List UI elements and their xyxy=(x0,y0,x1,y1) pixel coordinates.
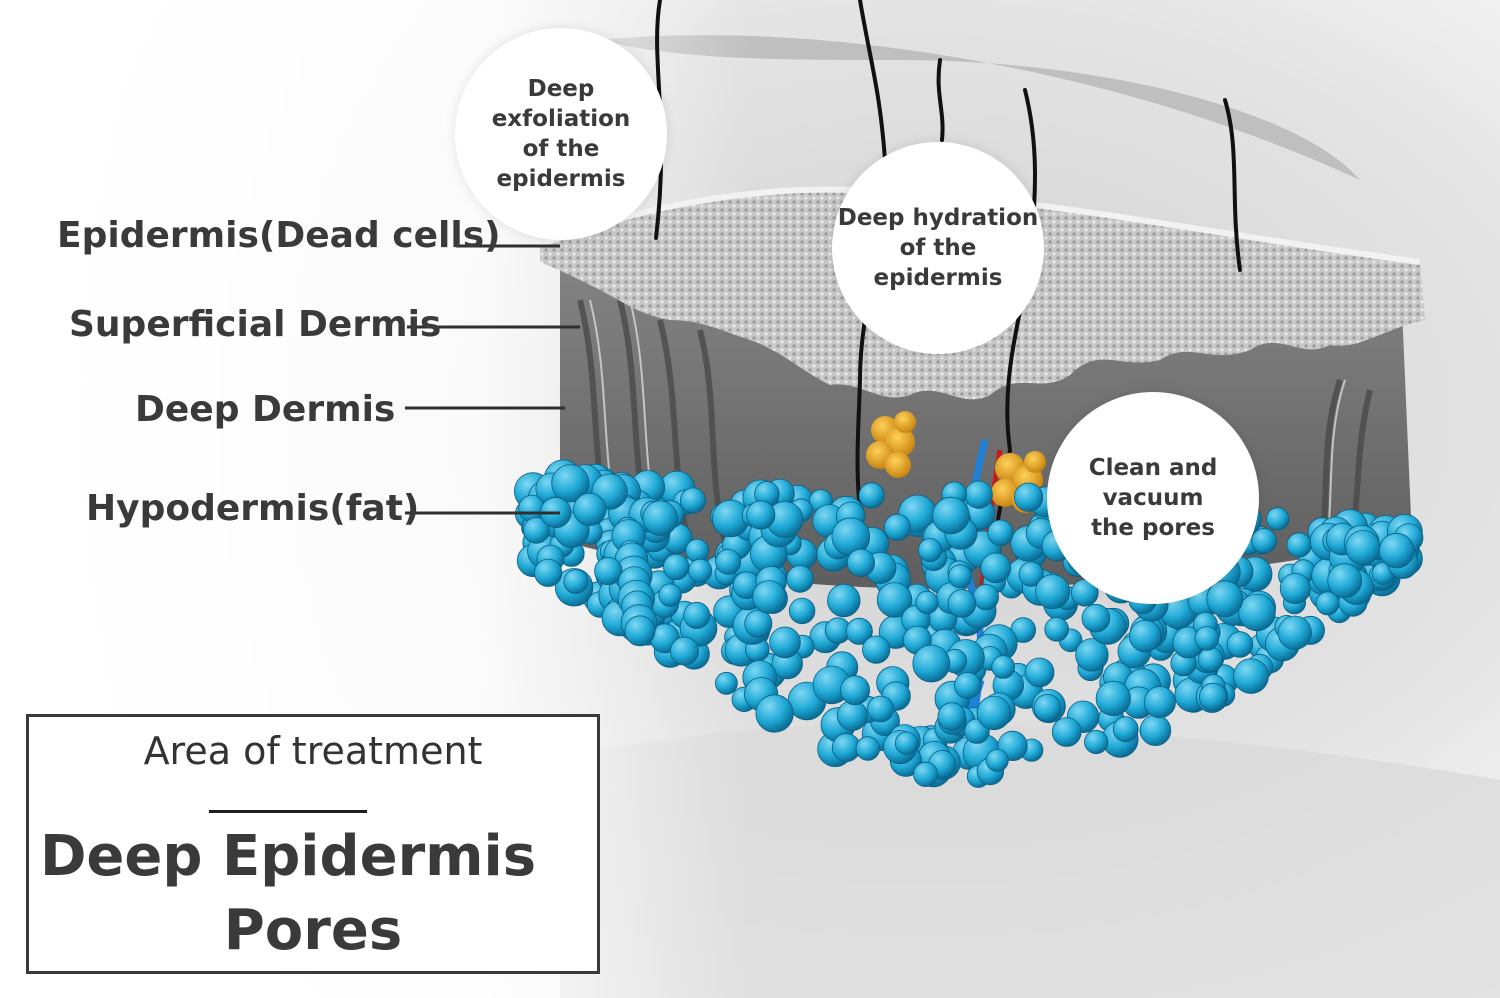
fat-cell xyxy=(715,671,738,695)
fat-cell xyxy=(915,590,939,615)
fat-cell xyxy=(594,556,623,586)
fat-cell xyxy=(683,601,711,629)
fat-cell xyxy=(534,558,563,587)
fat-cell xyxy=(744,609,773,638)
fat-cell xyxy=(642,500,678,536)
fat-cell xyxy=(937,702,966,731)
callout-hydration-text: Deep hydration of the epidermis xyxy=(837,205,1039,291)
fat-cell xyxy=(1277,615,1312,650)
fat-cell xyxy=(1345,530,1381,566)
fat-cell xyxy=(1044,616,1069,642)
fat-cell xyxy=(1238,593,1276,632)
fat-cell xyxy=(746,500,776,530)
fat-cell xyxy=(769,626,801,659)
label-hypodermis: Hypodermis(fat) xyxy=(86,488,420,529)
fat-cell xyxy=(786,565,814,593)
fat-cell xyxy=(1081,603,1111,633)
fat-cell xyxy=(912,644,951,683)
fat-cell xyxy=(980,552,1012,584)
callout-vacuum: Clean and vacuum the pores xyxy=(1047,392,1259,604)
fat-cell xyxy=(991,655,1015,679)
fat-cell xyxy=(964,480,993,509)
fat-cell xyxy=(685,538,710,563)
label-deep-dermis: Deep Dermis xyxy=(135,389,396,430)
fat-cell xyxy=(1226,631,1254,658)
fat-cell xyxy=(845,617,873,645)
fat-cell xyxy=(985,749,1009,772)
fat-cell xyxy=(1139,714,1172,747)
treatment-area-box: Area of treatment Deep Epidermis Pores xyxy=(26,714,600,974)
fat-cell xyxy=(972,583,1000,611)
fat-cell xyxy=(1075,638,1109,672)
label-superficial-dermis: Superficial Dermis xyxy=(69,304,442,345)
fat-cell xyxy=(1327,563,1363,599)
fat-cell xyxy=(755,694,794,733)
callout-hydration: Deep hydration of the epidermis xyxy=(832,142,1044,354)
fat-cell xyxy=(523,517,550,544)
fat-cell xyxy=(1199,682,1228,711)
fat-cell xyxy=(663,553,690,581)
fat-cell xyxy=(1024,657,1055,688)
fat-cell xyxy=(1194,626,1220,651)
fat-cell xyxy=(563,569,589,594)
fat-cell xyxy=(788,597,816,625)
fat-cell xyxy=(1018,561,1044,587)
fat-cell xyxy=(752,580,786,614)
fat-cell xyxy=(1035,574,1071,610)
sebaceous-gland-left xyxy=(866,411,916,478)
fat-cell xyxy=(862,635,891,664)
fat-cell xyxy=(688,558,713,583)
fat-cell xyxy=(948,564,972,589)
fat-cell xyxy=(680,487,707,514)
fat-cell xyxy=(1013,482,1044,512)
fat-cell xyxy=(1129,619,1162,653)
fat-cell xyxy=(883,513,912,542)
fat-cell xyxy=(1266,507,1290,531)
fat-cell xyxy=(1251,528,1277,554)
fat-cell xyxy=(932,496,970,535)
fat-cell xyxy=(624,615,656,647)
fat-cell xyxy=(715,549,741,575)
fat-cell xyxy=(1051,717,1082,747)
fat-cell xyxy=(1206,580,1244,618)
treatment-area-line-1: Deep Epidermis xyxy=(39,824,537,889)
fat-cell xyxy=(836,700,868,731)
callout-exfoliation: Deep exfoliation of the epidermis xyxy=(455,28,667,240)
fat-cell xyxy=(876,582,913,618)
fat-cell xyxy=(987,519,1014,546)
fat-cell xyxy=(1084,729,1109,755)
treatment-area-divider xyxy=(209,810,367,813)
fat-cell xyxy=(894,731,919,755)
callout-exfoliation-text: Deep exfoliation of the epidermis xyxy=(491,76,631,192)
fat-cell xyxy=(840,675,870,706)
fat-cell xyxy=(1198,647,1224,673)
fat-cell xyxy=(855,736,881,761)
fat-cell xyxy=(1378,532,1415,569)
fat-cell xyxy=(1112,716,1139,743)
fat-cell xyxy=(1033,693,1062,722)
label-epidermis: Epidermis(Dead cells) xyxy=(57,215,501,256)
fat-cell xyxy=(670,636,699,666)
fat-cell xyxy=(846,548,876,577)
fat-cell xyxy=(918,538,943,563)
fat-cell xyxy=(573,492,607,526)
fat-cell xyxy=(954,672,982,700)
fat-cell xyxy=(1143,686,1176,719)
fat-cell xyxy=(947,589,977,618)
fat-cell xyxy=(976,695,1012,731)
fat-cell xyxy=(1286,532,1312,558)
fat-cell xyxy=(1233,658,1269,694)
hypodermis-fat-cells xyxy=(514,459,1424,788)
fat-cell xyxy=(1095,680,1131,717)
fat-cell xyxy=(827,583,861,618)
treatment-area-line-2: Pores xyxy=(223,898,403,963)
fat-cell xyxy=(658,583,682,607)
fat-cell xyxy=(867,695,894,723)
fat-cell xyxy=(1279,573,1311,605)
fat-cell xyxy=(551,464,590,503)
fat-cell xyxy=(913,761,939,788)
callout-vacuum-text: Clean and vacuum the pores xyxy=(1088,455,1218,541)
fat-cell xyxy=(858,482,885,509)
treatment-area-heading: Area of treatment xyxy=(143,729,483,773)
